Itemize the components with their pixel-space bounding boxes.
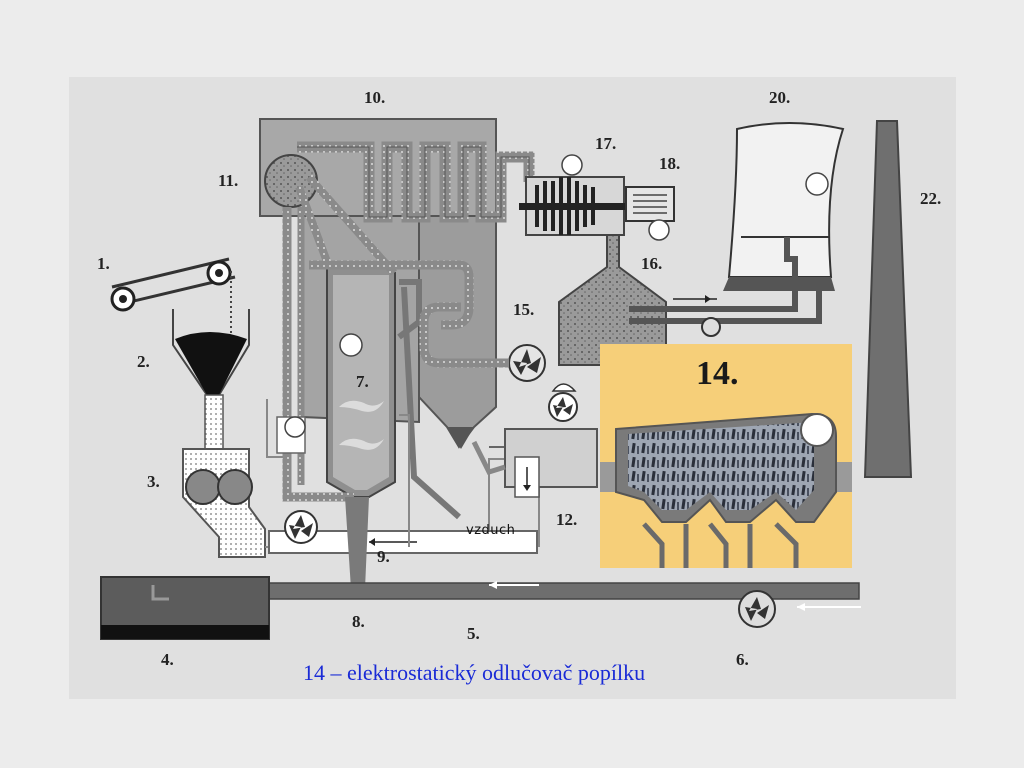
chimney <box>863 120 913 478</box>
cooling-tower <box>727 122 845 278</box>
label-15: 15. <box>513 300 535 319</box>
label-5: 5. <box>467 624 480 643</box>
flue-gas-duct <box>418 215 497 449</box>
precipitator-inset: 14. <box>600 344 852 568</box>
label-12: 12. <box>556 510 578 529</box>
furnace-indicator <box>339 333 363 357</box>
label-8: 8. <box>352 612 365 631</box>
generator <box>625 186 675 222</box>
collector-plates <box>628 422 814 510</box>
power-plant-schematic <box>100 118 913 640</box>
label-6: 6. <box>736 650 749 669</box>
label-3: 3. <box>147 472 160 491</box>
label-20: 20. <box>769 88 791 107</box>
figure-caption: 14 – elektrostatický odlučovač popílku <box>303 660 646 685</box>
label-2: 2. <box>137 352 150 371</box>
label-17: 17. <box>595 134 617 153</box>
label-16: 16. <box>641 254 663 273</box>
label-4: 4. <box>161 650 174 669</box>
label-18: 18. <box>659 154 681 173</box>
air-label: vzduch <box>466 523 516 538</box>
label-22: 22. <box>920 189 942 208</box>
label-7: 7. <box>356 372 369 391</box>
label-10: 10. <box>364 88 386 107</box>
turbine-shaft <box>519 203 667 210</box>
label-9: 9. <box>377 547 390 566</box>
label-1: 1. <box>97 254 110 273</box>
precipitator-diagram <box>600 412 852 568</box>
coal-conveyor <box>110 257 236 312</box>
label-14: 14. <box>696 355 739 392</box>
label-11: 11. <box>218 171 239 190</box>
